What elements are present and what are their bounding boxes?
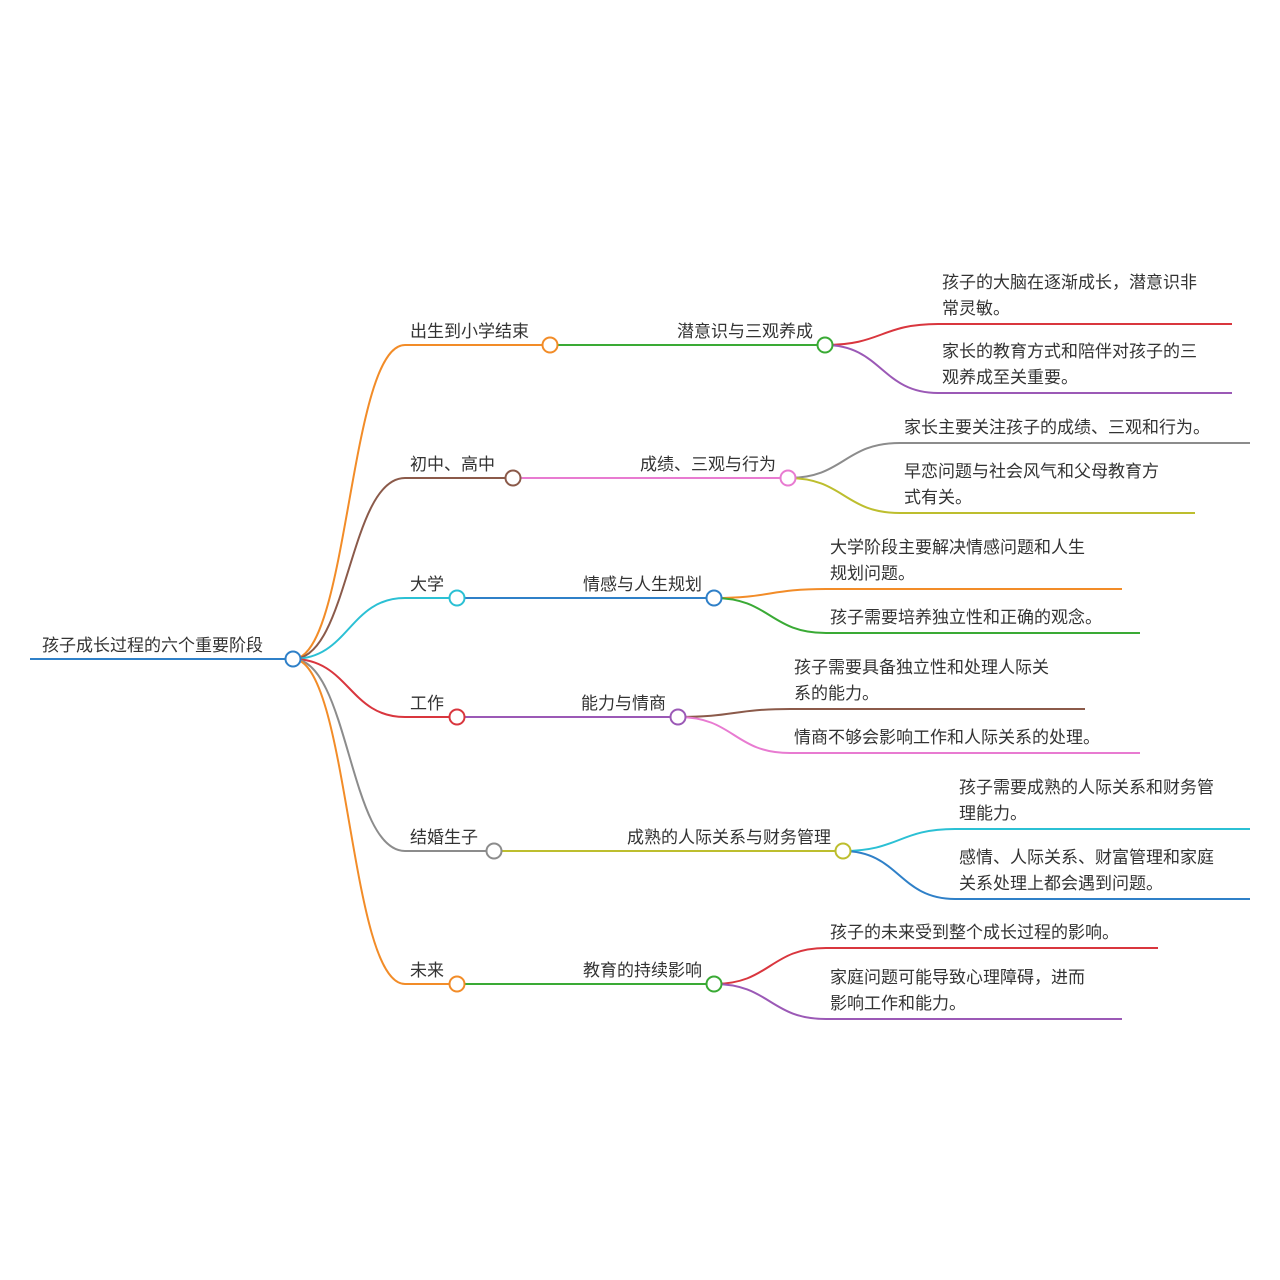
link-root-stage-4 <box>292 658 406 718</box>
topic-label-3: 情感与人生规划 <box>583 575 702 595</box>
detail-text-5-2-line-1: 感情、人际关系、财富管理和家庭 <box>959 848 1214 868</box>
link-topic-detail-4-2 <box>677 716 791 754</box>
link-topic-detail-6-1 <box>713 947 827 985</box>
stage-label-2: 初中、高中 <box>410 455 495 475</box>
topic-node-2[interactable] <box>779 469 797 487</box>
detail-text-5-2-line-2: 关系处理上都会遇到问题。 <box>959 874 1163 894</box>
topic-label-4: 能力与情商 <box>581 694 666 714</box>
detail-text-6-2-line-1: 家庭问题可能导致心理障碍，进而 <box>830 968 1085 988</box>
stage-node-6[interactable] <box>448 975 466 993</box>
link-topic-detail-5-1 <box>842 828 956 852</box>
root-node[interactable] <box>284 650 302 668</box>
detail-text-3-2-line-1: 孩子需要培养独立性和正确的观念。 <box>830 607 1102 628</box>
underlines-layer <box>30 323 1250 1020</box>
link-root-stage-2 <box>292 477 406 660</box>
stage-node-3[interactable] <box>448 589 466 607</box>
link-topic-detail-2-1 <box>787 442 901 479</box>
link-topic-detail-5-2 <box>842 850 956 900</box>
stage-label-4: 工作 <box>410 694 444 714</box>
topic-label-1: 潜意识与三观养成 <box>677 322 813 342</box>
root-label: 孩子成长过程的六个重要阶段 <box>42 636 263 656</box>
detail-text-6-2-line-2: 影响工作和能力。 <box>830 994 966 1014</box>
nodes-layer <box>284 336 852 993</box>
link-topic-detail-6-2 <box>713 983 827 1020</box>
stage-node-2[interactable] <box>504 469 522 487</box>
stage-label-3: 大学 <box>410 575 444 595</box>
link-root-stage-5 <box>292 658 406 852</box>
stage-node-5[interactable] <box>485 842 503 860</box>
detail-text-1-1-line-2: 常灵敏。 <box>942 299 1010 319</box>
links-layer <box>292 323 956 1020</box>
link-root-stage-6 <box>292 658 406 985</box>
link-topic-detail-3-2 <box>713 597 827 634</box>
detail-text-1-2-line-2: 观养成至关重要。 <box>942 368 1078 388</box>
labels-layer: 孩子成长过程的六个重要阶段 出生到小学结束 潜意识与三观养成 孩子的大脑在逐渐成长，潜… <box>42 273 1214 1014</box>
link-topic-detail-4-1 <box>677 708 791 718</box>
topic-node-3[interactable] <box>705 589 723 607</box>
detail-text-2-1-line-1: 家长主要关注孩子的成绩、三观和行为。 <box>904 418 1210 438</box>
link-root-stage-3 <box>292 597 406 660</box>
link-topic-detail-2-2 <box>787 477 901 514</box>
detail-text-4-2-line-1: 情商不够会影响工作和人际关系的处理。 <box>794 728 1100 748</box>
stage-label-1: 出生到小学结束 <box>410 322 529 342</box>
detail-text-1-1-line-1: 孩子的大脑在逐渐成长，潜意识非 <box>942 273 1197 293</box>
link-topic-detail-3-1 <box>713 588 827 599</box>
link-topic-detail-1-1 <box>824 323 939 346</box>
detail-text-4-1-line-1: 孩子需要具备独立性和处理人际关 <box>794 658 1049 678</box>
detail-text-6-1-line-1: 孩子的未来受到整个成长过程的影响。 <box>830 923 1119 943</box>
detail-text-3-1-line-1: 大学阶段主要解决情感问题和人生 <box>830 538 1085 558</box>
detail-text-5-1-line-2: 理能力。 <box>959 804 1027 824</box>
topic-label-6: 教育的持续影响 <box>583 961 702 981</box>
topic-node-5[interactable] <box>834 842 852 860</box>
topic-label-2: 成绩、三观与行为 <box>640 455 776 475</box>
topic-node-1[interactable] <box>816 336 834 354</box>
detail-text-1-2-line-1: 家长的教育方式和陪伴对孩子的三 <box>942 342 1197 362</box>
stage-label-5: 结婚生子 <box>410 828 478 848</box>
link-root-stage-1 <box>292 344 406 660</box>
stage-label-6: 未来 <box>410 961 444 981</box>
topic-node-6[interactable] <box>705 975 723 993</box>
stage-node-1[interactable] <box>541 336 559 354</box>
topic-node-4[interactable] <box>669 708 687 726</box>
detail-text-4-1-line-2: 系的能力。 <box>794 684 879 704</box>
link-topic-detail-1-2 <box>824 344 939 394</box>
detail-text-3-1-line-2: 规划问题。 <box>830 564 915 584</box>
detail-text-2-2-line-1: 早恋问题与社会风气和父母教育方 <box>904 461 1159 482</box>
detail-text-5-1-line-1: 孩子需要成熟的人际关系和财务管 <box>959 777 1214 798</box>
stage-node-4[interactable] <box>448 708 466 726</box>
topic-label-5: 成熟的人际关系与财务管理 <box>627 827 831 848</box>
detail-text-2-2-line-2: 式有关。 <box>904 488 972 508</box>
